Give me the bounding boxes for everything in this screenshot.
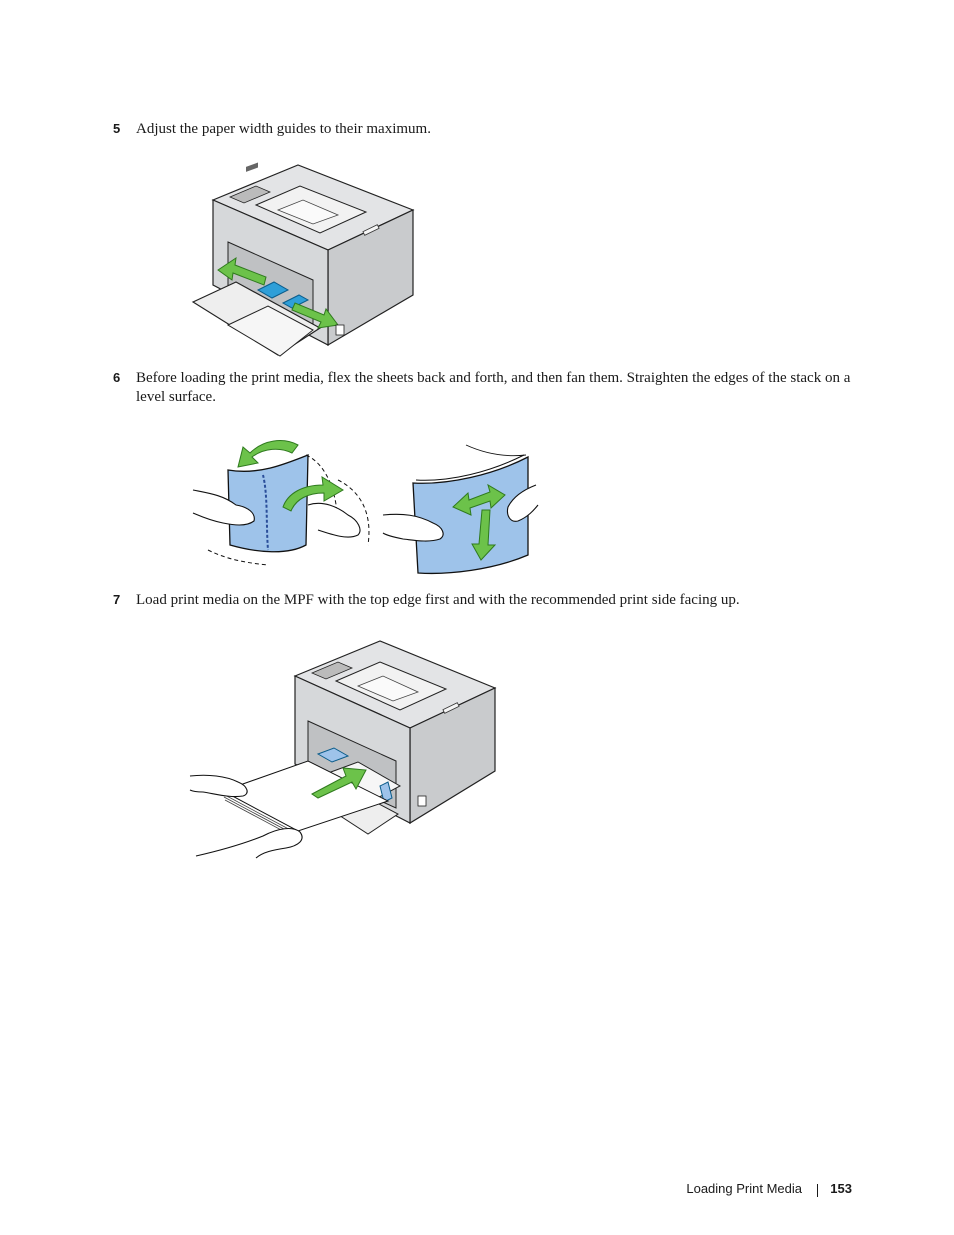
page-number: 153 bbox=[830, 1181, 852, 1196]
flex-and-fan-paper-illustration bbox=[192, 440, 539, 575]
curved-arrow-icon bbox=[237, 440, 344, 512]
double-arrow-icon bbox=[217, 256, 339, 329]
step-number: 5 bbox=[113, 121, 121, 136]
page-footer: Loading Print Media 153 bbox=[600, 1180, 852, 1200]
double-arrow-icon bbox=[452, 483, 506, 561]
footer-divider bbox=[817, 1184, 818, 1197]
arrow-icon bbox=[311, 767, 367, 799]
step-number: 6 bbox=[113, 370, 121, 385]
step-text: Load print media on the MPF with the top… bbox=[136, 592, 740, 608]
step-text: Before loading the print media, flex the… bbox=[136, 370, 851, 405]
footer-section-title: Loading Print Media bbox=[686, 1181, 802, 1196]
step-number: 7 bbox=[113, 592, 121, 607]
load-mpf-illustration bbox=[189, 640, 497, 859]
printer-width-guides-illustration bbox=[191, 162, 415, 357]
step-text: Adjust the paper width guides to their m… bbox=[136, 121, 431, 137]
